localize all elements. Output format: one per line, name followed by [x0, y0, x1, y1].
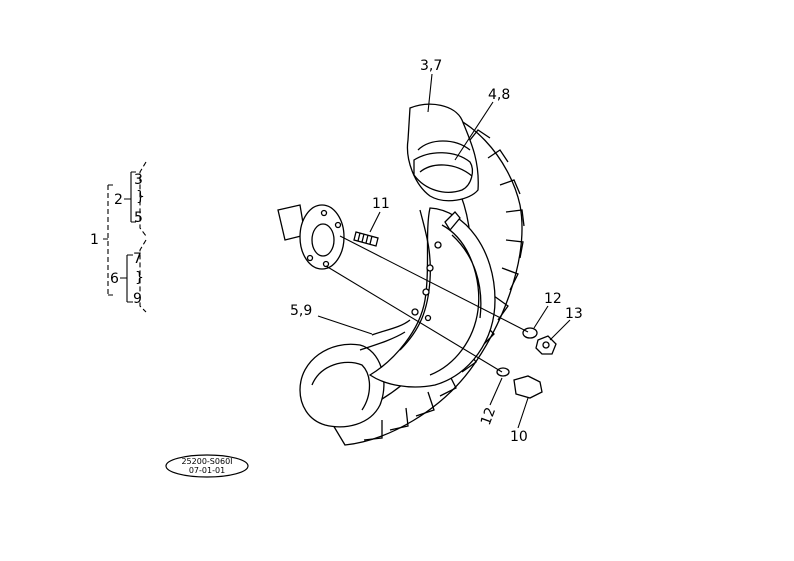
callout-11: 11 — [372, 196, 390, 212]
leader-11 — [369, 211, 381, 233]
rim-flap — [359, 319, 411, 351]
tree-root-bracket — [103, 184, 114, 296]
tire — [299, 103, 525, 446]
callout-13: 13 — [565, 306, 583, 322]
nut-13-hole — [542, 341, 550, 349]
tree-group-b-top: 7 — [133, 251, 142, 267]
leader-lines — [317, 73, 571, 429]
callout-12-upper: 12 — [544, 291, 562, 307]
bolt-10-head — [513, 375, 543, 399]
tree-outer-bracket — [139, 161, 147, 313]
tree-root-label: 1 — [90, 232, 99, 248]
tree-group-a-label: 2 — [114, 192, 123, 208]
stud-threads — [357, 232, 373, 245]
hub — [277, 204, 345, 270]
rim-hole-1 — [426, 264, 434, 272]
stamp-oval — [165, 454, 249, 478]
rim-hole-4 — [434, 241, 442, 249]
callout-4-8: 4,8 — [488, 87, 510, 103]
hub-bolt-hole-2 — [334, 221, 342, 229]
rim — [368, 207, 496, 388]
stamp-date: 07-01-01 — [189, 466, 225, 475]
tree-group-b-label: 6 — [110, 271, 119, 287]
axis-line-upper — [339, 235, 529, 333]
nut-13 — [535, 335, 557, 355]
stamp-code: 25200-S060I — [181, 457, 232, 466]
hub-bolt-hole-4 — [322, 260, 330, 268]
tire-lower-section — [299, 343, 385, 428]
tree-brace-b: } — [135, 270, 144, 286]
hub-flange — [299, 204, 345, 270]
leader-5-9 — [317, 315, 373, 335]
tree-group-b-bottom: 9 — [133, 291, 142, 307]
tree-group-a-bottom: 5 — [134, 210, 143, 226]
leader-12-lower — [489, 377, 503, 406]
part-number-stamp: 25200-S060I 07-01-01 — [165, 454, 249, 478]
tire-lower-section-inner — [311, 361, 371, 411]
assembly-tree: 1 2 3 } 5 6 7 } 9 — [90, 161, 147, 313]
leader-3-7 — [427, 73, 433, 113]
leader-10 — [517, 397, 529, 429]
callout-3-7: 3,7 — [420, 58, 442, 74]
tire-upper-section-inner — [417, 140, 473, 177]
leader-4-8 — [454, 101, 494, 161]
callout-10: 10 — [510, 429, 528, 445]
axis-line-lower — [325, 265, 503, 373]
rim-hole-3 — [411, 308, 419, 316]
tree-group-a-bracket — [124, 171, 136, 223]
rim-disc-edge — [399, 209, 431, 351]
stud — [353, 231, 379, 247]
nut-12 — [522, 327, 538, 339]
callout-12-lower: 12 — [478, 405, 499, 427]
tree-group-b-bracket — [120, 254, 133, 303]
hub-bolt-hole-1 — [320, 209, 328, 217]
leader-13 — [549, 319, 571, 341]
leader-12-upper — [533, 305, 549, 329]
hub-bore — [311, 223, 335, 257]
tree-group-a-top: 3 — [134, 172, 143, 188]
callout-5-9: 5,9 — [290, 303, 312, 319]
washer-12-lower — [496, 367, 510, 377]
tire-lugs — [363, 129, 525, 441]
hub-bolt-hole-3 — [306, 254, 314, 262]
rim-hole-5 — [424, 314, 432, 322]
rim-hole-2 — [422, 288, 430, 296]
valve-stem — [444, 211, 461, 232]
inner-tube — [413, 152, 473, 193]
